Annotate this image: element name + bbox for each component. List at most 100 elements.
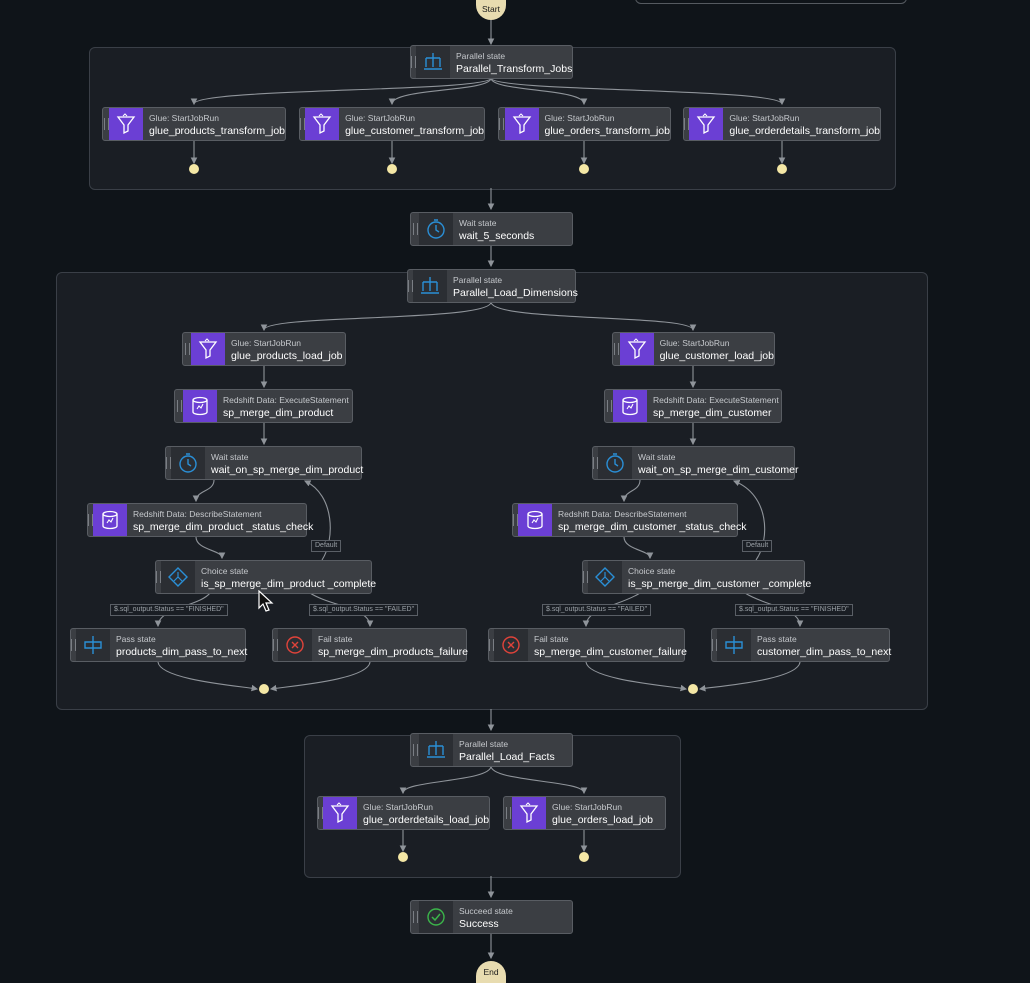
start-label: Start (482, 4, 500, 14)
end-terminal: End (476, 961, 506, 983)
node-type: Redshift Data: ExecuteStatement (223, 394, 349, 405)
choice-diamond-icon (161, 561, 195, 593)
node-name: wait_on_sp_merge_dim_customer (638, 463, 799, 476)
node-type: Glue: StartJobRun (363, 801, 433, 812)
database-icon (613, 390, 647, 422)
node-type: Succeed state (459, 905, 513, 916)
clock-icon (171, 447, 205, 479)
drag-handle-icon[interactable] (411, 734, 419, 766)
node-name: sp_merge_dim_customer _status_check (558, 520, 747, 533)
node-name: sp_merge_dim_product (223, 406, 334, 419)
node-name: products_dim_pass_to_next (116, 645, 248, 658)
node-type: Glue: StartJobRun (552, 801, 622, 812)
drag-handle-icon[interactable] (411, 213, 419, 245)
node-type: Redshift Data: ExecuteStatement (653, 394, 779, 405)
drag-handle-icon[interactable] (605, 390, 613, 422)
node-name: glue_orderdetails_load_job (363, 813, 490, 826)
node-type: Glue: StartJobRun (345, 112, 416, 123)
parallel-branch-icon (419, 734, 453, 766)
node-name: glue_orders_load_job (552, 813, 653, 826)
funnel-icon (323, 797, 357, 829)
node-type: Choice state (628, 565, 676, 576)
node-name: Parallel_Load_Dimensions (453, 286, 578, 299)
node-name: glue_orderdetails_transform_job (729, 124, 880, 137)
node-name: is_sp_merge_dim_product _complete (201, 577, 377, 590)
parallel-branch-icon (413, 270, 447, 302)
pass-arrow-icon (717, 629, 751, 661)
node-name: Parallel_Transform_Jobs (456, 62, 573, 75)
funnel-icon (619, 333, 654, 365)
node-name: glue_orders_transform_job (544, 124, 671, 137)
node-type: Parallel state (453, 274, 503, 285)
node-type: Glue: StartJobRun (729, 112, 800, 123)
node-name: sp_merge_dim_products_failure (318, 645, 468, 658)
drag-handle-icon[interactable] (504, 797, 512, 829)
branch-end-dot (688, 684, 698, 694)
node-type: Wait state (638, 451, 676, 462)
node-type: Redshift Data: DescribeStatement (133, 508, 262, 519)
branch-end-dot (259, 684, 269, 694)
node-name: glue_products_load_job (231, 349, 343, 362)
node-name: glue_products_transform_job (149, 124, 285, 137)
node-type: Parallel state (456, 50, 506, 61)
parallel-branch-icon (416, 46, 450, 78)
branch-end-dot (189, 164, 199, 174)
node-name: Success (459, 917, 499, 930)
node-type: Wait state (211, 451, 249, 462)
end-label: End (483, 967, 499, 977)
node-type: Pass state (116, 633, 156, 644)
drag-handle-icon[interactable] (175, 390, 183, 422)
funnel-icon (504, 108, 539, 140)
node-type: Glue: StartJobRun (231, 337, 301, 348)
node-type: Fail state (318, 633, 353, 644)
database-icon (93, 504, 127, 536)
edge-label-condition: $.sql_output.Status == "FAILED" (309, 604, 419, 616)
node-type: Fail state (534, 633, 569, 644)
pass-arrow-icon (76, 629, 110, 661)
node-type: Glue: StartJobRun (659, 337, 730, 348)
drag-handle-icon[interactable] (411, 901, 419, 933)
node-name: sp_merge_dim_customer (653, 406, 772, 419)
node-name: glue_customer_transform_job (345, 124, 484, 137)
node-name: sp_merge_dim_customer_failure (534, 645, 687, 658)
node-type: Wait state (459, 217, 497, 228)
fail-x-icon (278, 629, 312, 661)
start-terminal: Start (476, 0, 506, 20)
node-name: is_sp_merge_dim_customer _complete (628, 577, 812, 590)
drag-handle-icon[interactable] (183, 333, 191, 365)
drag-handle-icon[interactable] (613, 333, 620, 365)
node-type: Parallel state (459, 738, 509, 749)
funnel-icon (109, 108, 143, 140)
node-type: Glue: StartJobRun (544, 112, 615, 123)
branch-end-dot (398, 852, 408, 862)
clock-icon (419, 213, 453, 245)
funnel-icon (305, 108, 340, 140)
branch-end-dot (579, 852, 589, 862)
